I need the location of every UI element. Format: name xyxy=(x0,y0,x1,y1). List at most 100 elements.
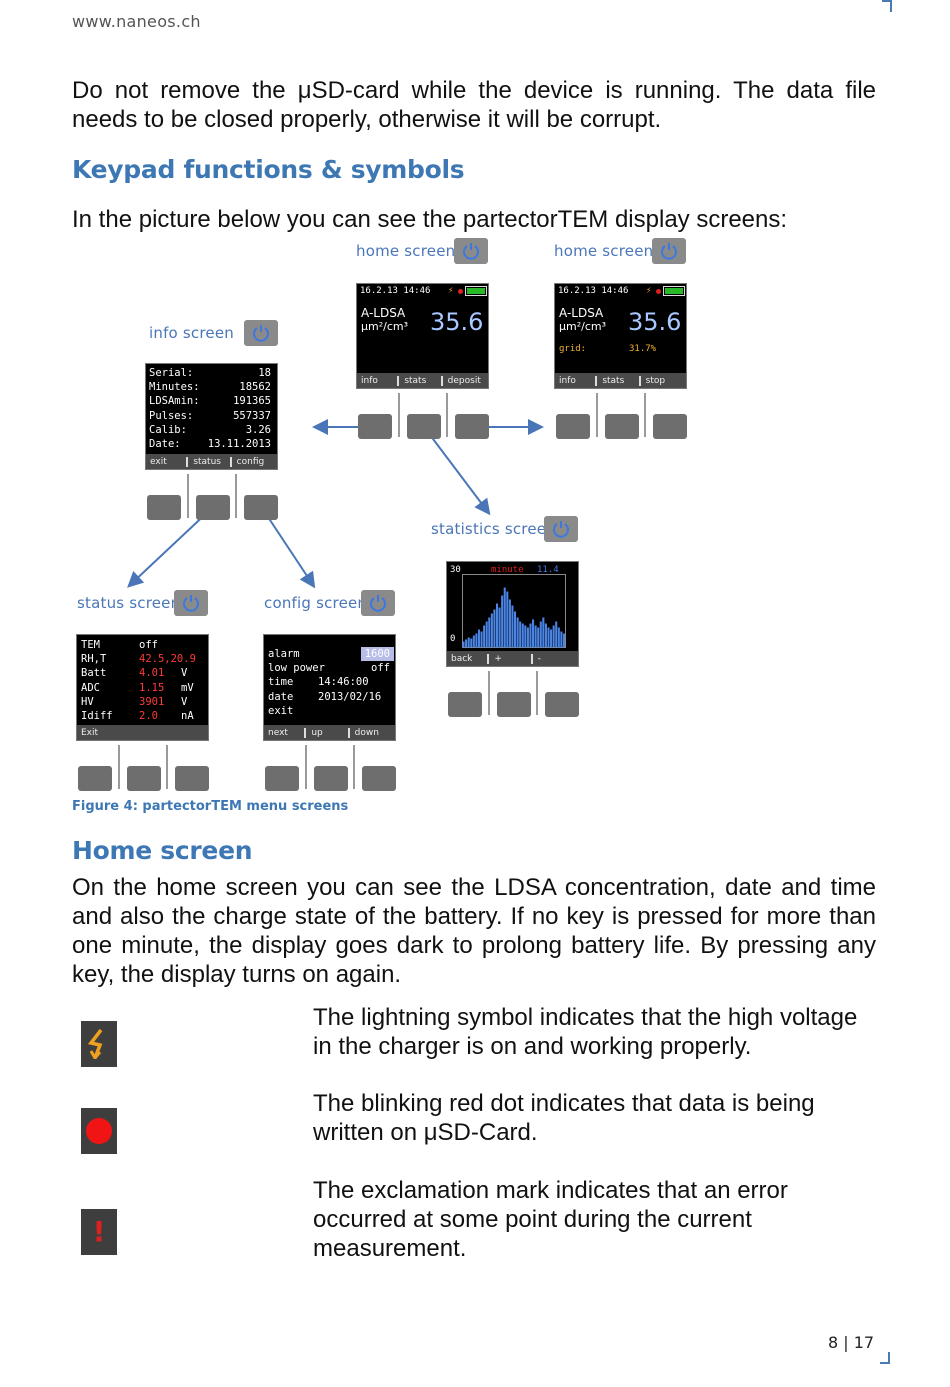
power-icon[interactable] xyxy=(454,238,488,264)
softkey-bar: exit status config xyxy=(146,454,277,469)
softkey-exit: exit xyxy=(150,456,167,467)
histogram-bar xyxy=(526,627,529,648)
intro-paragraph: Do not remove the μSD-card while the dev… xyxy=(72,77,876,133)
histogram-bar xyxy=(472,635,475,648)
red-dot-icon xyxy=(458,289,463,294)
info-key: Minutes: xyxy=(149,381,200,394)
grid-value: 31.7% xyxy=(629,344,657,354)
histogram-bar xyxy=(470,638,473,648)
status-screen-label: status screen xyxy=(77,594,181,612)
key-middle[interactable] xyxy=(605,414,639,439)
quantity-label: A-LDSA xyxy=(559,306,604,320)
key-left[interactable] xyxy=(265,766,299,791)
divider xyxy=(166,745,168,789)
y-min-label: 0 xyxy=(450,634,456,644)
softkey-bar: Exit xyxy=(77,725,208,740)
status-value: 2.0 xyxy=(139,710,158,723)
key-middle[interactable] xyxy=(497,692,531,717)
softkey-back: back xyxy=(451,653,473,664)
softkey-stop: stop xyxy=(638,375,682,386)
info-key: LDSAmin: xyxy=(149,395,200,408)
power-icon[interactable] xyxy=(174,590,208,616)
divider xyxy=(596,393,598,437)
histogram-bar xyxy=(560,631,563,648)
menu-figure: home screen 16.2.13 14:46 ⚡ A-LDSA μm²/c… xyxy=(76,238,687,791)
histogram-bar xyxy=(516,617,519,648)
key-left[interactable] xyxy=(78,766,112,791)
key-right[interactable] xyxy=(455,414,489,439)
info-screen-display: Serial:18 Minutes:18562 LDSAmin:191365 P… xyxy=(145,363,278,470)
histogram-bar xyxy=(521,623,524,648)
page-number: 8 | 17 xyxy=(828,1333,875,1352)
histogram-bar xyxy=(519,621,522,648)
page-corner-mark xyxy=(882,0,892,12)
key-left[interactable] xyxy=(358,414,392,439)
statistics-screen-label: statistics screen xyxy=(431,520,556,538)
key-middle[interactable] xyxy=(127,766,161,791)
histogram-bar xyxy=(539,621,542,648)
power-icon[interactable] xyxy=(361,590,395,616)
softkey-info: info xyxy=(559,375,576,386)
config-key: exit xyxy=(268,704,294,717)
info-value: 191365 xyxy=(233,395,271,408)
lightning-icon: ⚡ xyxy=(448,286,454,296)
status-value: off xyxy=(139,639,158,651)
red-dot-icon xyxy=(656,289,661,294)
softkey-stats: stats xyxy=(595,375,638,386)
red-dot-description: The blinking red dot indicates that data… xyxy=(313,1090,815,1146)
key-right[interactable] xyxy=(653,414,687,439)
key-right[interactable] xyxy=(362,766,396,791)
key-middle[interactable] xyxy=(196,495,230,520)
softkey-down: down xyxy=(347,727,391,738)
power-icon[interactable] xyxy=(544,516,578,542)
key-left[interactable] xyxy=(147,495,181,520)
key-middle[interactable] xyxy=(314,766,348,791)
key-right[interactable] xyxy=(545,692,579,717)
exclamation-description: The exclamation mark indicates that an e… xyxy=(313,1177,788,1262)
home-section-text: On the home screen you can see the LDSA … xyxy=(72,874,876,988)
config-value-selected: 1600 xyxy=(360,647,394,662)
key-left[interactable] xyxy=(448,692,482,717)
page-corner-mark xyxy=(880,1352,890,1364)
divider xyxy=(446,393,448,437)
config-key: low power xyxy=(268,662,325,675)
info-rows: Serial:18 Minutes:18562 LDSAmin:191365 P… xyxy=(149,366,271,451)
key-left[interactable] xyxy=(556,414,590,439)
unit-label: μm²/cm³ xyxy=(559,320,607,333)
stat-mode: minute xyxy=(491,565,524,575)
lightning-icon xyxy=(81,1021,117,1067)
config-screen-label: config screen xyxy=(264,594,368,612)
histogram-bar xyxy=(506,591,509,648)
status-key: TEM xyxy=(81,639,100,651)
power-icon[interactable] xyxy=(244,320,278,346)
softkey-info: info xyxy=(361,375,378,386)
key-middle[interactable] xyxy=(407,414,441,439)
power-icon[interactable] xyxy=(652,238,686,264)
histogram-bar xyxy=(524,625,527,648)
status-unit: V xyxy=(181,695,188,708)
datetime-text: 16.2.13 14:46 xyxy=(558,286,629,296)
key-right[interactable] xyxy=(244,495,278,520)
histogram-bar xyxy=(532,619,535,648)
softkey-stats: stats xyxy=(397,375,440,386)
quantity-label: A-LDSA xyxy=(361,306,406,320)
grid-label: grid: xyxy=(559,344,587,354)
histogram-chart xyxy=(462,574,566,648)
histogram-bar xyxy=(485,621,488,648)
info-key: Serial: xyxy=(149,367,194,379)
config-key: alarm xyxy=(268,648,300,660)
config-value: off xyxy=(371,662,390,675)
config-key: date xyxy=(268,690,294,703)
lightning-icon: ⚡ xyxy=(646,286,652,296)
divider xyxy=(118,745,120,789)
status-key: HV xyxy=(81,695,94,708)
figure-caption: Figure 4: partectorTEM menu screens xyxy=(72,799,349,814)
stat-value: 11.4 xyxy=(537,565,559,575)
histogram-bar xyxy=(477,629,481,648)
arrow-to-statistics xyxy=(423,426,491,516)
histogram-bar xyxy=(480,631,483,648)
arrow-to-status xyxy=(127,507,213,588)
key-right[interactable] xyxy=(175,766,209,791)
